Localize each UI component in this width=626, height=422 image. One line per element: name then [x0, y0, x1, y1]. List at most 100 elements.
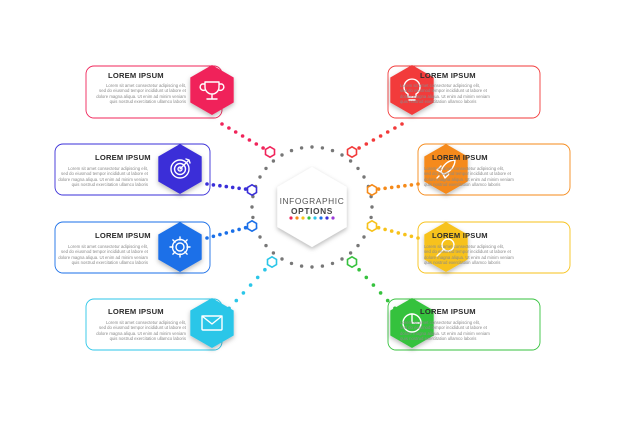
option-4-connector-dot	[255, 275, 260, 280]
option-7-card	[417, 221, 571, 274]
option-6-connector-dot	[389, 185, 394, 190]
option-6-title: LOREM IPSUM	[432, 153, 488, 162]
option-7-title: LOREM IPSUM	[432, 231, 488, 240]
magnifier-icon	[436, 238, 455, 257]
ring-dot	[369, 215, 373, 220]
option-5-description: Lorem sit amet consectetur adipiscing el…	[400, 83, 490, 105]
center-color-dot	[331, 216, 335, 220]
option-1-title: LOREM IPSUM	[108, 71, 164, 80]
option-4-node	[266, 255, 278, 269]
center-color-dot	[313, 216, 317, 220]
option-6-connector-dot	[416, 182, 420, 186]
option-1-description: Lorem sit amet consectetur adipiscing el…	[96, 83, 186, 105]
center-color-dot	[301, 216, 305, 220]
option-3-description: Lorem sit amet consectetur adipiscing el…	[58, 244, 148, 266]
ring-dot	[310, 145, 314, 149]
option-7-connector-dot	[416, 236, 420, 240]
trophy-icon	[199, 81, 225, 100]
option-6-connector-dot	[396, 184, 401, 189]
option-2-connector-dot	[218, 183, 222, 188]
option-7-description: Lorem sit amet consectetur adipiscing el…	[424, 244, 514, 266]
option-3-connector-dot	[205, 236, 209, 240]
center-title-line2: OPTIONS	[291, 206, 333, 216]
option-6-connector-dot	[409, 183, 414, 187]
option-4-title: LOREM IPSUM	[108, 307, 164, 316]
option-2-connector-dot	[243, 187, 248, 191]
option-8-node	[346, 255, 358, 269]
ring-dot	[251, 215, 255, 220]
ring-dot	[258, 235, 262, 239]
option-2-title: LOREM IPSUM	[95, 153, 151, 162]
option-2-connector-dot	[224, 184, 229, 189]
ring-dot	[320, 264, 325, 268]
option-3-connector-dot	[224, 231, 229, 235]
ring-dot	[362, 175, 366, 179]
ring-dot	[340, 257, 344, 261]
option-2-connector-dot	[211, 183, 216, 187]
option-4-connector-dot	[248, 283, 253, 287]
option-1-connector-dot	[220, 122, 224, 126]
center-color-dot	[307, 216, 311, 220]
option-3-connector-dot	[218, 232, 222, 237]
option-3-connector-dot	[230, 229, 235, 233]
option-1-node	[264, 145, 276, 159]
option-2-description: Lorem sit amet consectetur adipiscing el…	[58, 166, 148, 188]
option-6-connector-dot	[403, 183, 407, 188]
option-6-hexagon	[424, 144, 468, 194]
ring-dot	[264, 166, 268, 171]
ring-dot	[280, 153, 284, 157]
option-2-card	[54, 143, 211, 196]
option-6-node	[366, 183, 378, 197]
pie-chart-icon	[402, 313, 422, 333]
option-5-connector-dot	[393, 126, 397, 130]
ring-dot	[280, 257, 284, 261]
target-icon	[170, 158, 191, 179]
option-1-connector-dot	[240, 134, 245, 138]
option-2-node	[246, 183, 258, 197]
option-8-connector-dot	[357, 267, 361, 272]
option-2-connector-dot	[205, 182, 209, 186]
option-4-connector-dot	[234, 298, 239, 303]
option-3-hexagon	[158, 222, 202, 272]
ring-dot	[299, 146, 304, 150]
ring-dot	[362, 235, 366, 239]
lightbulb-icon	[403, 78, 421, 101]
ring-dot	[271, 159, 276, 163]
ring-dot	[348, 159, 353, 163]
option-5-connector-dot	[357, 146, 361, 150]
ring-dot	[289, 148, 294, 153]
option-8-connector-dot	[378, 291, 383, 295]
envelope-icon	[201, 315, 223, 331]
option-1-connector-dot	[254, 142, 259, 146]
option-3-card	[54, 221, 211, 274]
center-title-line1: INFOGRAPHIC	[279, 196, 345, 206]
option-6-description: Lorem sit amet consectetur adipiscing el…	[424, 166, 514, 188]
ring-dot	[258, 175, 262, 179]
option-5-hexagon	[390, 65, 434, 115]
ring-dot	[250, 205, 254, 209]
option-4-connector-dot	[241, 291, 246, 295]
option-4-description: Lorem sit amet consectetur adipiscing el…	[96, 320, 186, 342]
center-color-dot	[325, 216, 329, 220]
option-2-connector-dot	[230, 185, 235, 190]
ring-dot	[271, 251, 276, 255]
option-5-connector-dot	[400, 122, 404, 126]
center-hexagon	[277, 167, 347, 247]
rocket-icon	[436, 159, 456, 179]
ring-dot	[356, 166, 360, 171]
ring-dot	[330, 148, 335, 153]
option-7-connector-dot	[389, 229, 394, 233]
option-5-title: LOREM IPSUM	[420, 71, 476, 80]
option-6-connector-dot	[383, 186, 387, 191]
ring-dot	[370, 205, 374, 209]
option-7-connector-dot	[396, 231, 401, 235]
option-3-title: LOREM IPSUM	[95, 231, 151, 240]
option-7-connector-dot	[409, 234, 414, 239]
option-5-connector-dot	[378, 134, 383, 138]
option-5-connector-dot	[364, 142, 369, 146]
option-1-connector-dot	[247, 138, 252, 142]
option-1-hexagon	[190, 65, 234, 115]
option-7-connector-dot	[383, 227, 387, 232]
option-3-connector-dot	[243, 225, 248, 230]
